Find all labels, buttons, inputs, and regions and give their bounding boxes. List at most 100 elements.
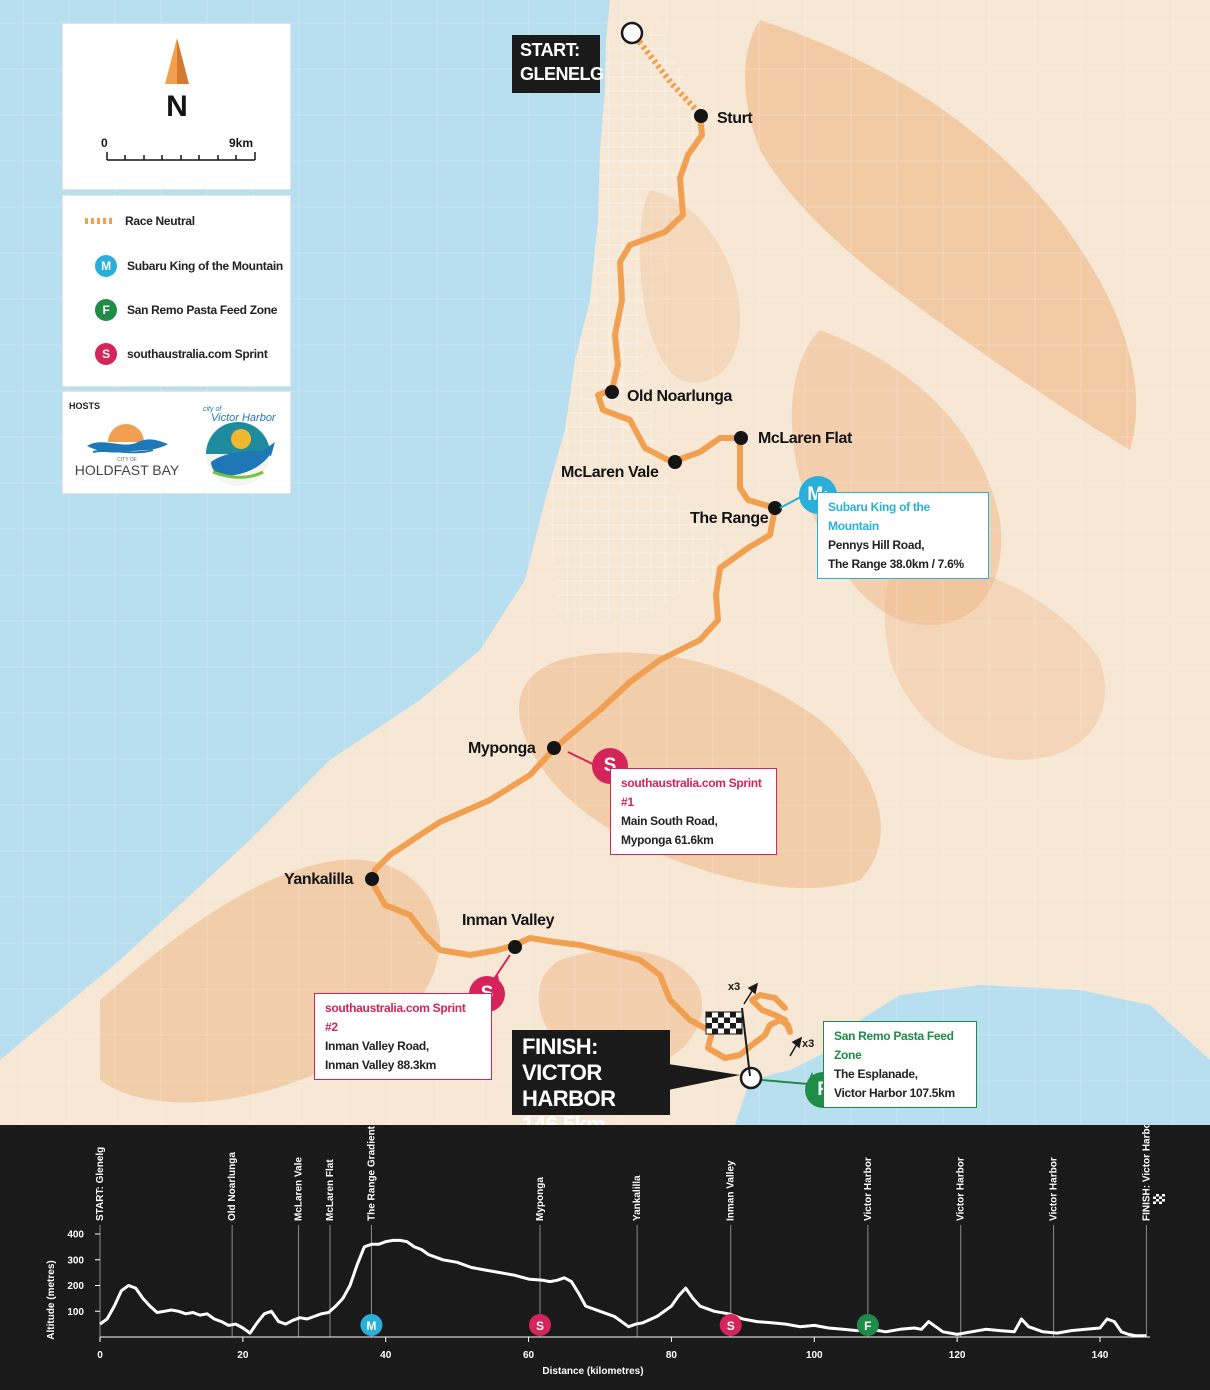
- sprint2-callout-title: southaustralia.com Sprint #2: [325, 1001, 466, 1034]
- town-label-mclaren-vale: McLaren Vale: [561, 464, 659, 481]
- legend-item-race-neutral: Race Neutral: [85, 214, 195, 228]
- y-tick-label: 400: [67, 1230, 84, 1241]
- finish-label-line1: FINISH:: [522, 1034, 598, 1059]
- waypoint-label: The Range Gradient 7.6%: [366, 1125, 377, 1221]
- town-label-mclaren-flat: McLaren Flat: [758, 430, 853, 447]
- sprint1-callout-line2: Myponga 61.6km: [621, 833, 714, 847]
- profile-marker-letter: S: [727, 1319, 735, 1333]
- legend-label-race-neutral: Race Neutral: [125, 214, 195, 228]
- waypoint-label: Myponga: [535, 1177, 546, 1221]
- town-markers: [365, 109, 782, 954]
- town-dot-mclaren-vale: [668, 455, 682, 469]
- profile-marker-letter: S: [536, 1319, 544, 1333]
- victor-small-label: city of: [203, 406, 222, 413]
- x-tick-label: 40: [380, 1350, 392, 1361]
- town-label-inman-valley: Inman Valley: [462, 912, 555, 929]
- x-tick-label: 20: [237, 1350, 249, 1361]
- finish-flag-icon: [705, 1007, 751, 1077]
- loop-arrow-icon: [743, 982, 803, 1057]
- race-route: [369, 112, 793, 1061]
- waypoint-label: Victor Harbor: [1049, 1157, 1060, 1221]
- profile-marker-badge: [719, 1314, 742, 1336]
- town-dot-the-range: [768, 501, 782, 515]
- legend-label-kom: Subaru King of the Mountain: [127, 259, 283, 273]
- sprint1-callout-line1: Main South Road,: [621, 814, 718, 828]
- profile-marker-badge: [529, 1314, 551, 1336]
- feed-callout-title: San Remo Pasta Feed Zone: [834, 1029, 954, 1062]
- finish-marker: [739, 1066, 763, 1090]
- elevation-line: [99, 1238, 1147, 1338]
- town-dot-inman-valley: [508, 940, 522, 954]
- feed-connector: [761, 1079, 809, 1085]
- town-dot-myponga: [547, 741, 561, 755]
- holdfast-small-label: CITY OF: [117, 457, 137, 463]
- feed-callout-line2: Victor Harbor 107.5km: [834, 1086, 955, 1100]
- scale-start-label: 0: [101, 136, 108, 150]
- sprint-legend-icon: S: [95, 343, 117, 365]
- kom-legend-icon: M: [95, 255, 117, 277]
- hosts-logos: CITY OF HOLDFAST BAY city of Victor Harb…: [75, 406, 277, 486]
- scale-bar: [106, 152, 256, 161]
- neutral-route: [629, 30, 703, 117]
- waypoint-label: McLaren Flat: [325, 1159, 336, 1221]
- x-tick-label: 0: [97, 1350, 103, 1361]
- north-arrow-icon: [165, 38, 189, 84]
- kom-callout-line2: The Range 38.0km / 7.6%: [828, 557, 964, 571]
- kom-callout-title: Subaru King of the Mountain: [828, 500, 930, 533]
- profile-marker-badge: [856, 1314, 879, 1336]
- town-dot-sturt: [694, 109, 708, 123]
- y-tick-label: 100: [67, 1307, 84, 1318]
- feed-badge-letter: F: [817, 1079, 829, 1101]
- holdfast-bay-logo: [87, 424, 168, 454]
- x-tick-label: 100: [806, 1350, 823, 1361]
- start-label: START: GLENELG: [512, 35, 604, 93]
- start-marker: [620, 21, 644, 45]
- scale-end-label: 9km: [229, 136, 253, 150]
- finish-label: FINISH: VICTOR HARBOR 146.5km: [512, 1030, 670, 1137]
- victor-harbor-logo: [206, 422, 275, 486]
- hosts-label: HOSTS: [69, 401, 101, 411]
- profile-background: [0, 1125, 1210, 1390]
- kom-callout: Subaru King of the Mountain Pennys Hill …: [817, 492, 989, 579]
- race-neutral-icon: [85, 218, 115, 224]
- legend-label-feed: San Remo Pasta Feed Zone: [127, 303, 278, 317]
- town-dot-mclaren-flat: [734, 431, 748, 445]
- town-label-myponga: Myponga: [468, 740, 536, 757]
- profile-marker-letter: M: [366, 1319, 376, 1333]
- sprint2-callout: southaustralia.com Sprint #2 Inman Valle…: [314, 993, 492, 1080]
- start-label-line1: START:: [520, 40, 580, 60]
- compass-panel: N 0 9km: [63, 24, 290, 189]
- legend-panel: Race Neutral M Subaru King of the Mounta…: [63, 196, 290, 386]
- sprint2-callout-line2: Inman Valley 88.3km: [325, 1058, 437, 1072]
- x-tick-label: 120: [949, 1350, 966, 1361]
- waypoint-label: START: Glenelg: [95, 1147, 106, 1221]
- finish-label-line2: VICTOR HARBOR: [522, 1060, 616, 1111]
- x-axis-label: Distance (kilometres): [542, 1366, 643, 1377]
- waypoint-label: Victor Harbor: [863, 1157, 874, 1221]
- town-label-yankalilla: Yankalilla: [284, 871, 353, 888]
- legend-item-kom: M Subaru King of the Mountain: [95, 255, 283, 277]
- kom-callout-line1: Pennys Hill Road,: [828, 538, 925, 552]
- waypoint-label: Yankalilla: [632, 1175, 643, 1221]
- legend-item-feed: F San Remo Pasta Feed Zone: [95, 299, 277, 321]
- y-axis-label: Altitude (metres): [46, 1260, 57, 1339]
- victor-name-label: Victor Harbor: [211, 412, 277, 424]
- compass-svg: N 0 9km: [101, 38, 256, 161]
- sprint1-callout: southaustralia.com Sprint #1 Main South …: [610, 768, 777, 855]
- waypoint-label: Old Noarlunga: [227, 1152, 238, 1221]
- start-label-line2: GLENELG: [520, 64, 604, 84]
- sprint2-callout-line1: Inman Valley Road,: [325, 1039, 429, 1053]
- hosts-panel: HOSTS CITY OF HOLDFAST BAY city of Victo…: [63, 392, 290, 493]
- feed-callout-line1: The Esplanade,: [834, 1067, 918, 1081]
- waypoint-label: McLaren Vale: [294, 1157, 305, 1221]
- map-canvas: Sturt Old Noarlunga McLaren Flat McLaren…: [0, 0, 1210, 1125]
- town-dot-old-noarlunga: [605, 385, 619, 399]
- x-tick-label: 60: [523, 1350, 535, 1361]
- loop-count-label-a: x3: [728, 981, 740, 993]
- town-label-sturt: Sturt: [717, 110, 753, 127]
